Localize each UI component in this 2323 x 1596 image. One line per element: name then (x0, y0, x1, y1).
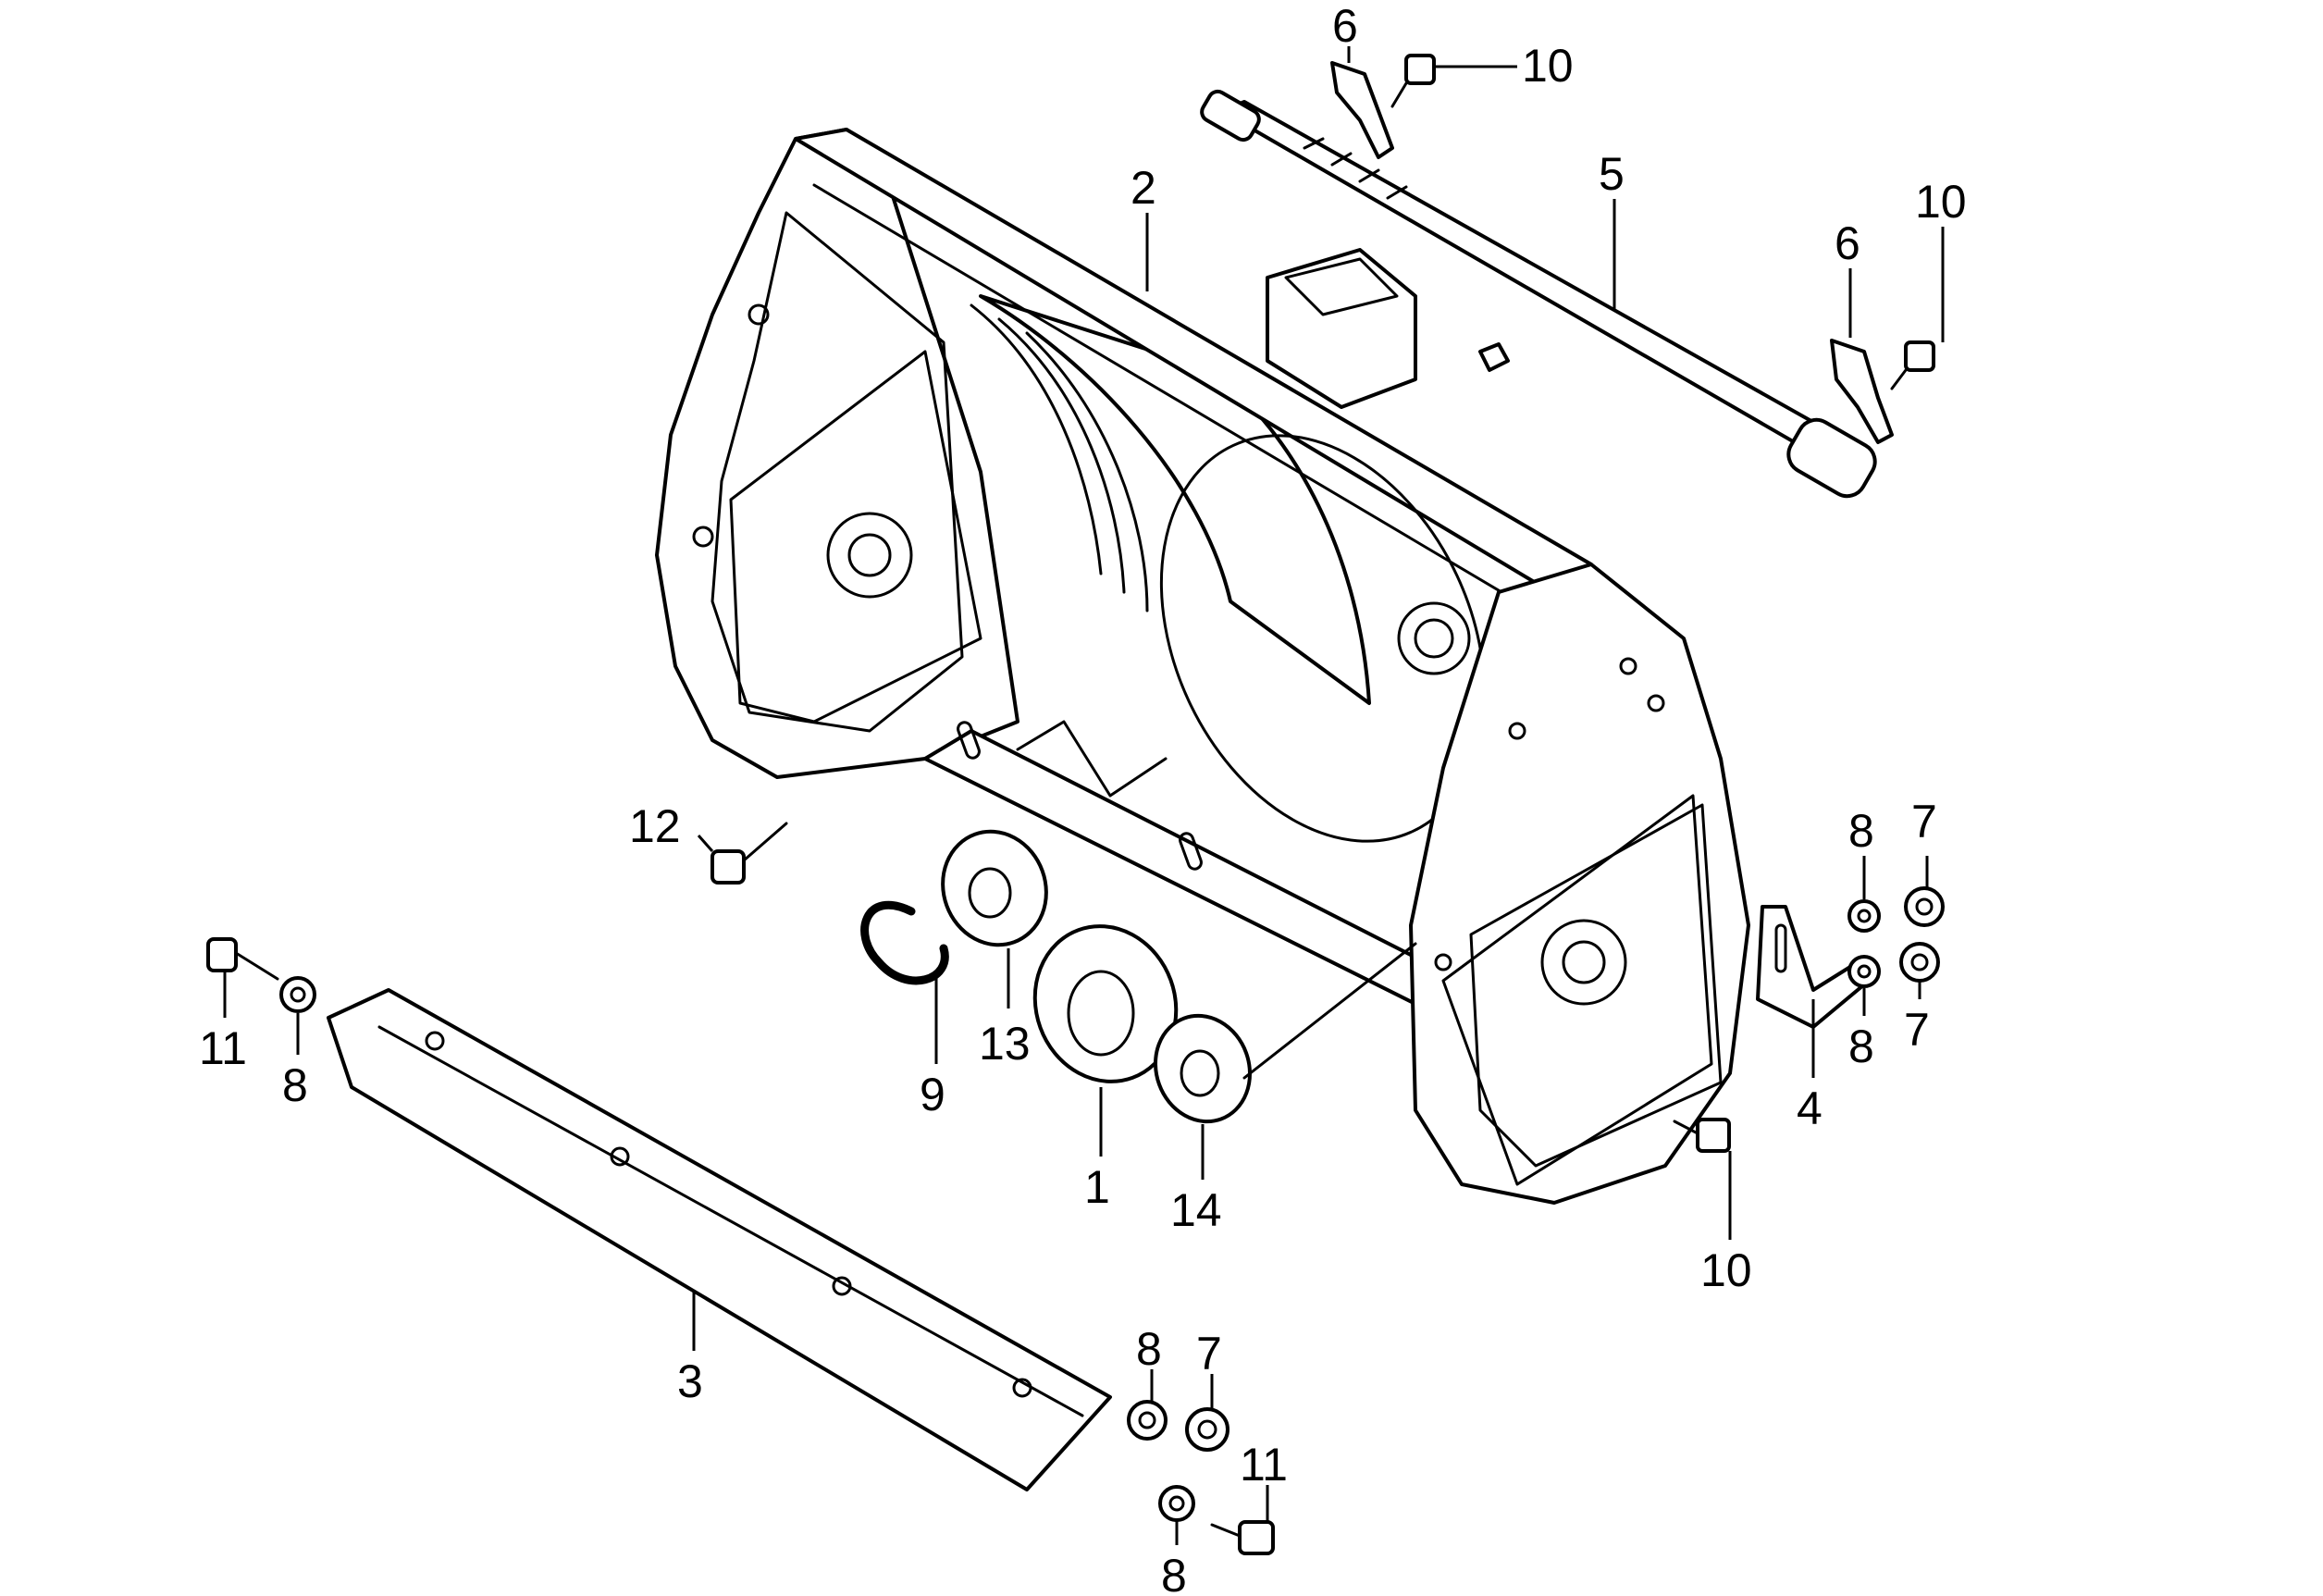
nut-right-upper (1904, 886, 1945, 927)
auger-shaft (1200, 89, 1877, 499)
callout-14: 14 (1170, 1184, 1222, 1236)
leader-lines (223, 46, 1945, 1545)
callout-10-lower: 10 (1700, 1244, 1752, 1296)
circlip (860, 900, 949, 985)
bolt-11-left (206, 937, 279, 981)
callout-labels: 2 5 6 10 6 10 4 8 7 8 7 10 12 9 13 1 14 … (199, 0, 1967, 1596)
callout-13: 13 (979, 1018, 1031, 1070)
callout-12: 12 (629, 800, 681, 852)
callout-8-right-upper: 8 (1848, 805, 1874, 857)
callout-8-right-lower: 8 (1848, 1021, 1874, 1072)
callout-5: 5 (1599, 148, 1625, 200)
callout-7-bottom: 7 (1196, 1328, 1222, 1379)
callout-8-bottom-lower: 8 (1161, 1550, 1187, 1596)
washer-right-upper (1847, 899, 1881, 933)
callout-11-left: 11 (199, 1022, 247, 1074)
bracket-lower (1830, 339, 1894, 444)
bolt-11-bottom (1210, 1520, 1275, 1555)
bearing-13 (941, 829, 1048, 947)
callout-10-right: 10 (1915, 176, 1967, 228)
callout-4: 4 (1797, 1083, 1823, 1134)
callout-7-right-upper: 7 (1911, 796, 1937, 847)
bearing-14 (1153, 942, 1417, 1124)
callout-1: 1 (1084, 1161, 1110, 1213)
bolt-right-lower (1673, 1118, 1731, 1153)
washer-left (279, 976, 316, 1013)
callout-6-upper: 6 (1332, 0, 1358, 52)
nut-right-lower (1899, 942, 1940, 983)
callout-7-right-lower: 7 (1904, 1004, 1930, 1056)
bearing-flange (1032, 924, 1179, 1083)
callout-2: 2 (1131, 162, 1156, 214)
callout-8-left: 8 (282, 1059, 308, 1111)
washer-right-lower (1847, 955, 1881, 988)
nut-bottom (1185, 1407, 1229, 1452)
callout-6-right: 6 (1835, 217, 1860, 269)
scraper-bar (327, 988, 1112, 1491)
callout-8-bottom-upper: 8 (1136, 1323, 1162, 1375)
washer-bottom-lower (1158, 1485, 1195, 1522)
bolt-12 (710, 822, 788, 885)
callout-9: 9 (920, 1069, 945, 1120)
washer-bottom-upper (1127, 1400, 1168, 1441)
bracket-upper (1330, 61, 1394, 159)
bolt-upper (1390, 54, 1436, 108)
callout-10-upper: 10 (1522, 40, 1574, 92)
callout-11-bottom: 11 (1240, 1439, 1288, 1491)
auger-housing (655, 128, 1750, 1205)
callout-3: 3 (677, 1355, 703, 1407)
bolt-right-upper (1890, 340, 1935, 390)
